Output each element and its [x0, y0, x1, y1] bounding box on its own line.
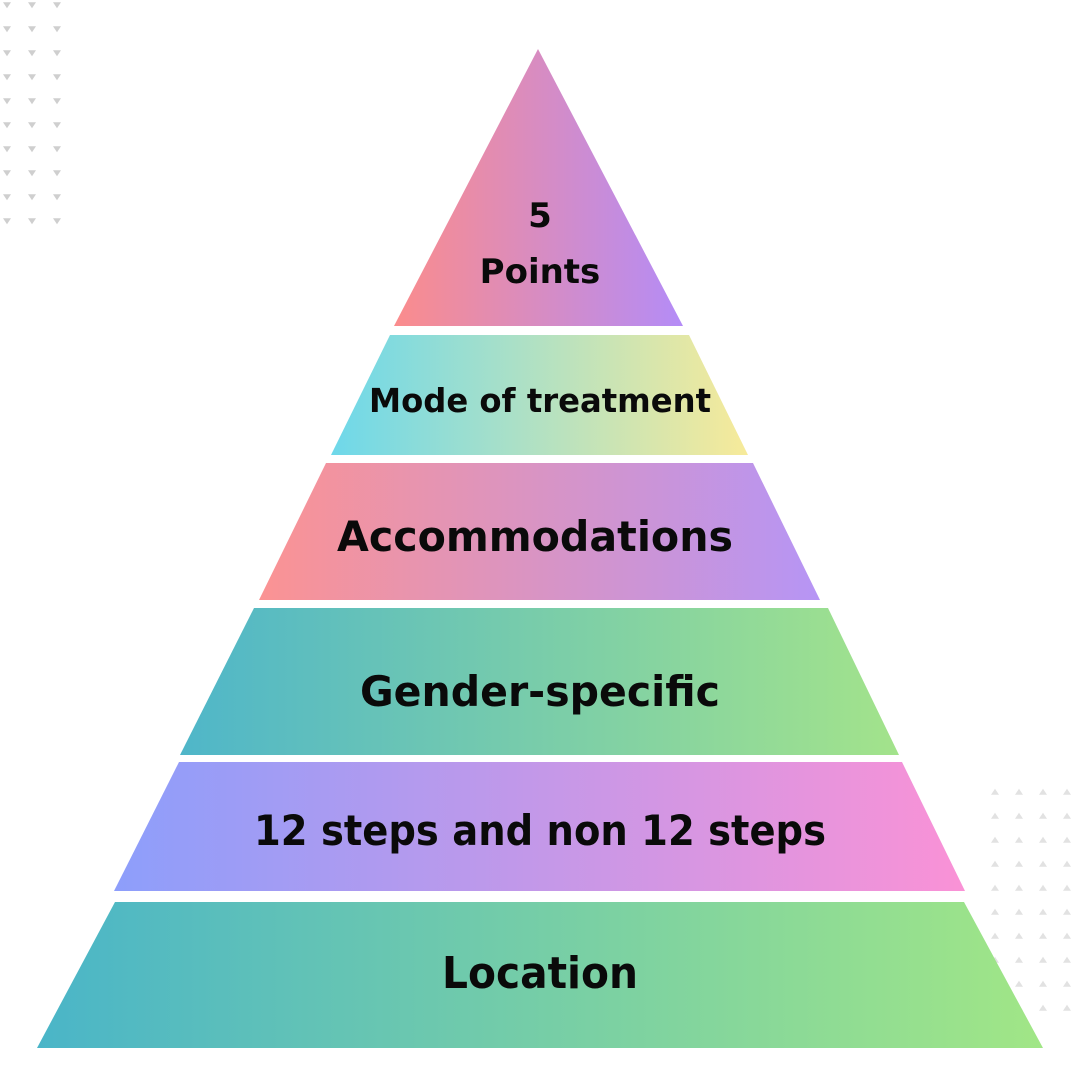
decorative-dot: [1063, 1004, 1071, 1011]
decorative-dot: [1015, 932, 1023, 939]
decorative-dot: [1015, 788, 1023, 795]
tier-top-label-line-2: Points: [480, 252, 601, 292]
decorative-dot: [991, 908, 999, 915]
tier-top-label-line-1: 5: [528, 196, 552, 236]
decorative-dot: [1039, 932, 1047, 939]
decorative-dot: [3, 170, 11, 177]
decorative-dot: [1015, 836, 1023, 843]
decorative-dot: [53, 170, 61, 177]
decorative-dot: [1039, 860, 1047, 867]
decorative-dot: [1015, 812, 1023, 819]
decorative-dot: [28, 194, 36, 201]
decorative-dot: [991, 860, 999, 867]
tier-gender-specific-shape: [180, 608, 899, 755]
decorative-dot: [1063, 788, 1071, 795]
decorative-dot: [53, 194, 61, 201]
decorative-dot: [3, 98, 11, 105]
decorative-dot: [53, 98, 61, 105]
tier-mode-of-treatment-label: Mode of treatment: [369, 381, 711, 420]
decorative-dot: [3, 74, 11, 81]
decorative-dot: [53, 74, 61, 81]
decorative-dot: [1063, 980, 1071, 987]
decorative-dot: [3, 146, 11, 153]
decorative-dot: [28, 170, 36, 177]
decorative-dot: [991, 884, 999, 891]
tier-location-shape: [37, 902, 1043, 1048]
decorative-dot: [1015, 860, 1023, 867]
decorative-dot: [1015, 956, 1023, 963]
decorative-dot: [53, 122, 61, 129]
decorative-dot: [1063, 836, 1071, 843]
decorative-dot: [3, 26, 11, 33]
decorative-dot: [53, 26, 61, 33]
decorative-dot: [1039, 908, 1047, 915]
decorative-dot-pattern-top-left: [3, 2, 61, 225]
decorative-dot: [991, 788, 999, 795]
decorative-dot: [28, 122, 36, 129]
decorative-dot: [991, 812, 999, 819]
decorative-dot: [1039, 836, 1047, 843]
decorative-dot: [1063, 860, 1071, 867]
decorative-dot: [1015, 980, 1023, 987]
decorative-dot: [1063, 908, 1071, 915]
decorative-dot: [28, 218, 36, 225]
decorative-dot: [991, 932, 999, 939]
decorative-dot: [3, 50, 11, 57]
decorative-dot: [53, 218, 61, 225]
decorative-dot: [1039, 788, 1047, 795]
decorative-dot: [1015, 884, 1023, 891]
decorative-dot: [28, 2, 36, 9]
decorative-dot: [53, 50, 61, 57]
tier-twelve-steps-label: 12 steps and non 12 steps: [254, 806, 826, 855]
tier-location-label: Location: [442, 948, 638, 999]
decorative-dot: [3, 194, 11, 201]
decorative-dot: [28, 74, 36, 81]
decorative-dot: [1063, 932, 1071, 939]
decorative-dot: [1039, 884, 1047, 891]
tier-gender-specific-label: Gender-specific: [360, 667, 720, 716]
tier-mode-of-treatment-shape: [331, 335, 748, 455]
decorative-dot: [1015, 908, 1023, 915]
decorative-dot: [28, 50, 36, 57]
tier-top-shape: [394, 49, 683, 326]
decorative-dot: [53, 146, 61, 153]
decorative-dot: [1063, 956, 1071, 963]
decorative-dot: [1039, 980, 1047, 987]
decorative-dot: [3, 218, 11, 225]
tier-accommodations-label: Accommodations: [337, 512, 733, 561]
decorative-dot: [28, 26, 36, 33]
decorative-dot: [1039, 1004, 1047, 1011]
decorative-dot: [1063, 884, 1071, 891]
decorative-dot: [3, 122, 11, 129]
decorative-dot: [28, 98, 36, 105]
decorative-dot: [3, 2, 11, 9]
tier-twelve-steps-shape: [114, 762, 965, 891]
decorative-dot: [53, 2, 61, 9]
decorative-dot: [991, 836, 999, 843]
tier-accommodations-shape: [259, 463, 820, 600]
decorative-dot: [1039, 956, 1047, 963]
decorative-dot: [1063, 812, 1071, 819]
decorative-dot: [28, 146, 36, 153]
decorative-dot: [1039, 812, 1047, 819]
